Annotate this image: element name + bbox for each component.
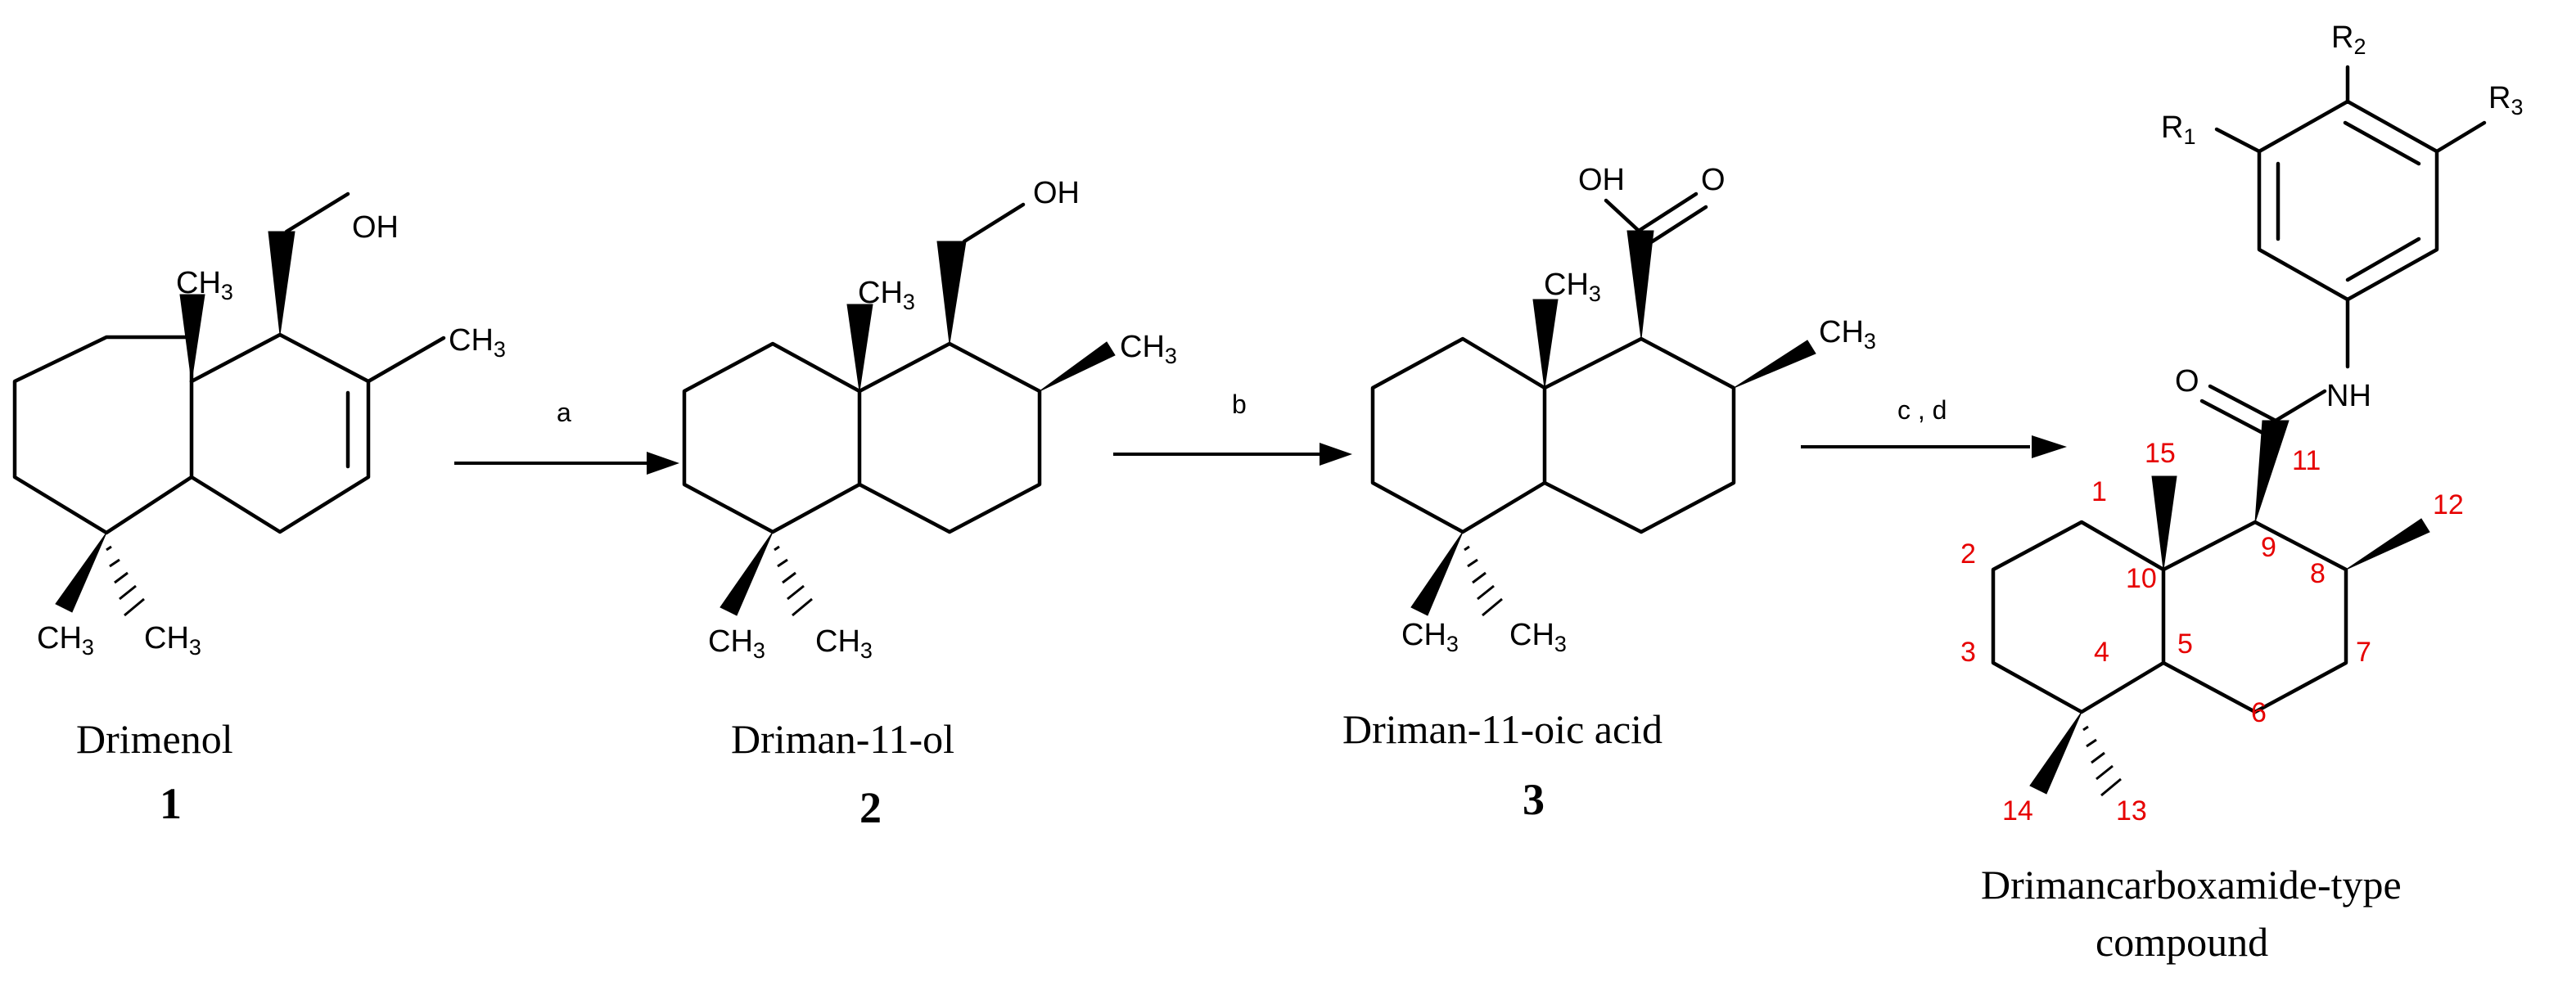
wedge-bond	[2254, 420, 2290, 523]
hashed-bond	[106, 545, 145, 617]
r2-label: R2	[2331, 20, 2366, 59]
wedge-bond	[55, 532, 107, 613]
compound-2-structure: OH CH3 CH3 CH3 CH3	[682, 176, 1177, 663]
ch3-label: CH3	[1120, 330, 1177, 368]
r1-label: R1	[2161, 110, 2195, 149]
ch3-label: CH3	[1401, 618, 1459, 656]
locant-2: 2	[1960, 538, 1976, 570]
aryl-ring-bonds	[2257, 99, 2439, 302]
compound-4-name-line2: compound	[2096, 919, 2268, 965]
ring-a-bonds	[682, 341, 862, 534]
ring-b-bonds	[189, 332, 371, 534]
compound-2-name: Driman-11-ol	[731, 716, 954, 762]
hydroxymethyl-bond	[284, 191, 350, 234]
ring-b-bonds	[1542, 336, 1736, 534]
locant-8: 8	[2310, 558, 2326, 589]
ch3-label: CH3	[1509, 618, 1567, 656]
reaction-arrow-b-head	[1320, 443, 1352, 466]
wedge-bond	[1039, 341, 1116, 392]
wedge-bond	[1410, 531, 1464, 616]
wedge-bond	[1626, 230, 1654, 340]
compound-3-structure: OH O CH3 CH3 CH3 CH3	[1370, 163, 1876, 656]
locant-4: 4	[2094, 637, 2109, 668]
step-label-cd: c , d	[1897, 395, 1947, 425]
wedge-bond	[2345, 518, 2430, 570]
carbonyl-double-bond	[1646, 205, 1708, 246]
oh-label: OH	[1578, 163, 1625, 197]
ch3-label: CH3	[815, 624, 873, 663]
carbonyl-double-bond	[2208, 384, 2278, 423]
step-label-a: a	[557, 398, 571, 427]
locant-3: 3	[1960, 637, 1976, 668]
carbonyl-double-bond	[1636, 191, 1699, 233]
compound-2-number: 2	[859, 783, 882, 832]
carbon-locants: 1 2 3 4 5 6 7 8 9 10 11 12 13 14 15	[1960, 438, 2464, 827]
compound-4-structure: R1 R2 R3 NH O	[1991, 20, 2523, 797]
hashed-bond	[774, 545, 813, 617]
ch3-label: CH3	[37, 621, 94, 660]
compound-3-number: 3	[1523, 775, 1545, 824]
r3-label: R3	[2488, 81, 2523, 119]
compound-3-name: Driman-11-oic acid	[1342, 706, 1662, 752]
ring-b-bonds	[857, 341, 1042, 534]
wedge-bond	[1733, 340, 1816, 389]
wedge-bond	[2151, 475, 2177, 570]
wedge-bond	[1532, 299, 1559, 389]
r3-bond	[2434, 120, 2487, 154]
reaction-arrow-a-head	[647, 452, 679, 475]
hydroxymethyl-bond	[962, 202, 1026, 244]
oh-label: OH	[1033, 176, 1080, 210]
ch3-label: CH3	[708, 624, 765, 663]
ch3-label: CH3	[176, 266, 233, 304]
ring-b-bonds	[2161, 520, 2348, 714]
locant-6: 6	[2251, 697, 2267, 728]
wedge-bond	[179, 294, 205, 382]
ch3-label: CH3	[1819, 315, 1876, 354]
ch3-label: CH3	[858, 276, 915, 314]
wedge-bond	[720, 531, 774, 616]
locant-5: 5	[2177, 628, 2193, 660]
locant-14: 14	[2002, 795, 2033, 827]
wedge-bond	[268, 231, 295, 336]
locant-9: 9	[2261, 532, 2276, 563]
ch3-label: CH3	[144, 621, 201, 660]
compound-1-number: 1	[160, 779, 182, 828]
ring-a-bonds	[12, 335, 194, 535]
step-label-b: b	[1232, 390, 1247, 419]
locant-11: 11	[2292, 445, 2321, 476]
r1-bond	[2214, 127, 2262, 154]
compound-1-structure: OH CH3 CH3 CH3 CH3	[12, 191, 506, 660]
carboxyl-oh-bond	[1604, 198, 1641, 233]
ch3-label: CH3	[449, 323, 506, 362]
hashed-bond	[1464, 545, 1503, 617]
oh-label: OH	[352, 210, 399, 245]
locant-13: 13	[2116, 795, 2147, 827]
compound-1-name: Drimenol	[76, 716, 233, 762]
wedge-bond	[936, 241, 967, 345]
carbonyl-double-bond	[2199, 399, 2270, 438]
locant-1: 1	[2091, 476, 2107, 507]
amide-cn-bond	[2273, 389, 2327, 423]
hashed-bond	[2082, 725, 2122, 797]
ring-a-bonds	[1991, 520, 2166, 714]
aryl-double-bond	[2345, 236, 2421, 282]
ch3-label: CH3	[1544, 268, 1601, 306]
compound-4-name-line1: Drimancarboxamide-type	[1981, 862, 2402, 908]
wedge-bond	[2029, 711, 2082, 795]
wedge-bond	[846, 304, 873, 392]
locant-10: 10	[2126, 563, 2157, 594]
locant-15: 15	[2145, 438, 2176, 469]
locant-7: 7	[2356, 637, 2371, 668]
methyl-bond	[366, 336, 446, 384]
ring-a-bonds	[1370, 336, 1547, 534]
locant-12: 12	[2433, 489, 2464, 520]
aryl-double-bond	[2343, 120, 2421, 166]
o-label: O	[2175, 364, 2199, 399]
nh-label: NH	[2326, 379, 2371, 413]
o-label: O	[1701, 163, 1726, 197]
reaction-arrow-cd-head	[2032, 435, 2067, 458]
